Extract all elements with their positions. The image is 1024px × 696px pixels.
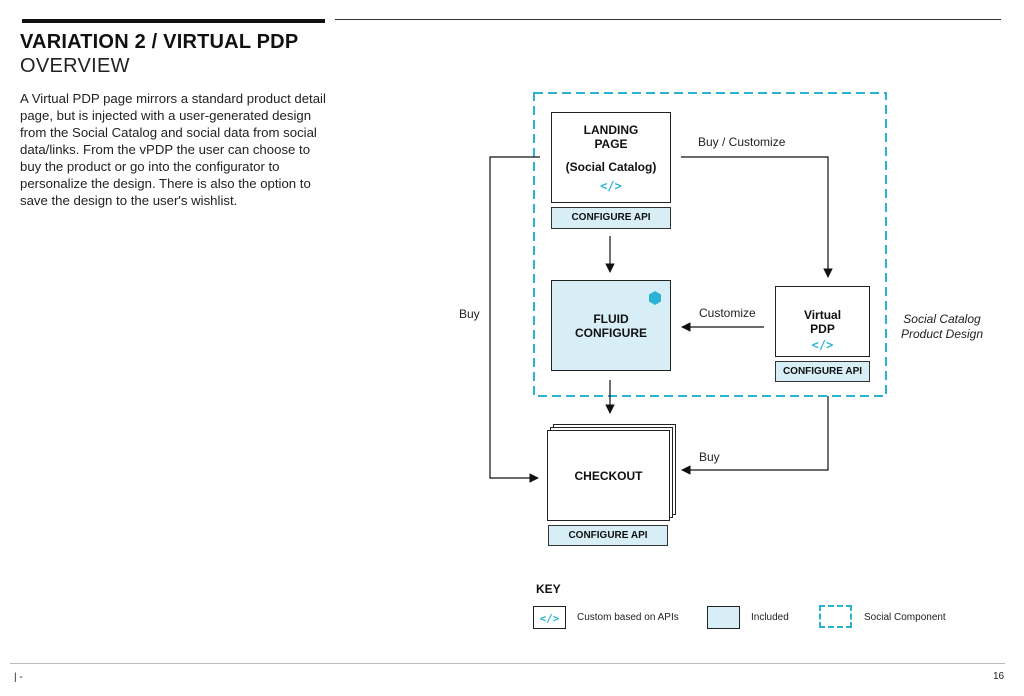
page-number: 16 — [993, 671, 1005, 682]
page-title: VARIATION 2 / VIRTUAL PDP — [20, 31, 299, 53]
landing-line1: LANDING — [583, 123, 639, 137]
header-rule-thick — [22, 19, 325, 23]
virtual-code-icon: </> — [811, 338, 834, 352]
fluid-line1: FLUID — [593, 312, 629, 326]
key-included-label: Included — [751, 612, 789, 623]
landing-configure-api: CONFIGURE API — [551, 207, 671, 229]
key-custom-label: Custom based on APIs — [577, 612, 679, 623]
landing-line3: (Social Catalog) — [565, 160, 657, 174]
checkout-node: CHECKOUT — [547, 430, 670, 521]
page-subtitle: OVERVIEW — [20, 55, 130, 77]
virtual-line1: Virtual — [803, 308, 842, 322]
edge-landing-virtual — [681, 156, 833, 278]
edge-virtual-checkout — [681, 396, 829, 475]
landing-line2: PAGE — [594, 137, 628, 151]
checkout-line1: CHECKOUT — [574, 469, 643, 483]
header-rule-thin — [335, 19, 1001, 20]
key-included-swatch — [707, 606, 740, 629]
social-component-boundary — [533, 92, 887, 397]
landing-page-node: LANDING PAGE (Social Catalog) </> — [551, 112, 671, 203]
key-social-label: Social Component — [864, 612, 946, 623]
virtual-line2: PDP — [810, 322, 835, 336]
edge-label-buy-right: Buy — [699, 450, 720, 464]
description: A Virtual PDP page mirrors a standard pr… — [20, 91, 326, 208]
edge-landing-checkout — [489, 156, 540, 483]
edge-label-customize: Customize — [699, 306, 756, 320]
edge-label-buy-left: Buy — [459, 307, 480, 321]
social-catalog-note: Social Catalog Product Design — [896, 312, 988, 342]
checkout-configure-api: CONFIGURE API — [548, 525, 668, 546]
virtual-configure-api: CONFIGURE API — [775, 361, 870, 382]
fluid-configure-node: FLUID CONFIGURE — [551, 280, 671, 371]
social-note-line2: Product Design — [900, 327, 984, 341]
key-code-icon: </> — [539, 612, 560, 625]
key-title: KEY — [536, 582, 561, 596]
footer-left: | - — [14, 672, 23, 683]
landing-code-icon: </> — [600, 179, 622, 193]
fluid-line2: CONFIGURE — [575, 326, 647, 340]
social-note-line1: Social Catalog — [903, 312, 981, 326]
virtual-pdp-node: Virtual PDP </> — [775, 286, 870, 357]
edge-label-buy-customize: Buy / Customize — [698, 135, 786, 149]
footer-rule — [10, 663, 1005, 664]
key-code-swatch: </> — [533, 606, 566, 629]
key-social-swatch — [819, 605, 852, 628]
